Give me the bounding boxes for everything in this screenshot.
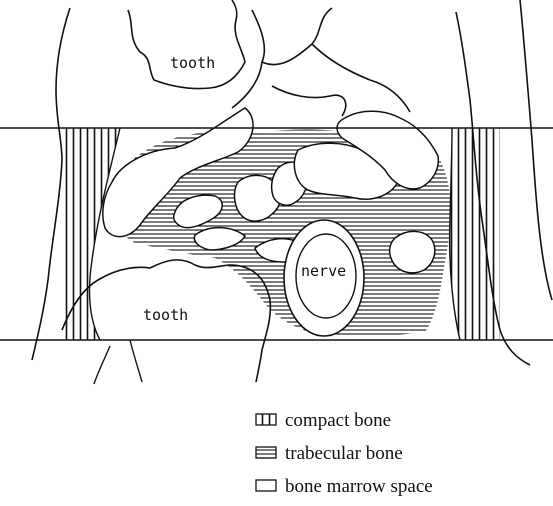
upper-tooth-outline xyxy=(128,0,245,89)
legend-item-compact-bone: compact bone xyxy=(256,410,391,431)
legend-swatch-horizontal-hatch xyxy=(256,447,276,458)
legend-label-bone-marrow-space: bone marrow space xyxy=(285,476,433,497)
marrow-blob-7 xyxy=(390,231,435,272)
upper-root-strands xyxy=(232,8,410,116)
legend-item-bone-marrow-space: bone marrow space xyxy=(256,476,433,497)
lower-tooth-root xyxy=(94,340,142,384)
label-tooth-upper: tooth xyxy=(170,54,215,72)
legend-swatch-vertical-hatch xyxy=(256,414,276,425)
legend-swatch-empty xyxy=(256,480,276,491)
right-edge-contour xyxy=(520,0,552,300)
label-tooth-lower: tooth xyxy=(143,306,188,324)
legend-item-trabecular-bone: trabecular bone xyxy=(256,443,403,464)
legend-label-trabecular-bone: trabecular bone xyxy=(285,443,403,464)
label-nerve: nerve xyxy=(301,262,346,280)
legend-label-compact-bone: compact bone xyxy=(285,410,391,431)
legend: compact bone trabecular bone bone marrow… xyxy=(256,410,433,497)
